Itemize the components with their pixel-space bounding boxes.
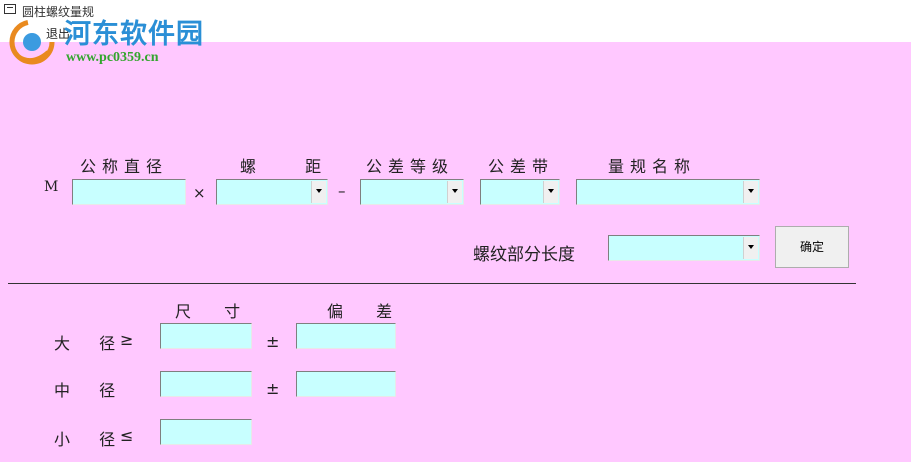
metric-prefix-label: M <box>44 179 59 195</box>
pitch-diameter-size-field[interactable] <box>160 371 252 397</box>
menu-item-exit[interactable]: 退出 <box>46 27 71 41</box>
chevron-down-icon[interactable] <box>447 181 462 203</box>
deviation-header: 偏 差 <box>327 302 407 321</box>
window-title: 圆柱螺纹量规 <box>22 5 95 19</box>
major-diameter-deviation-field[interactable] <box>296 323 396 349</box>
plus-minus-sign: ± <box>266 379 280 398</box>
minor-diameter-label: 小 径 <box>54 430 128 449</box>
minor-diameter-size-field[interactable] <box>160 419 252 445</box>
window-icon <box>4 4 16 14</box>
tolerance-grade-select[interactable] <box>360 179 464 205</box>
tolerance-zone-select[interactable] <box>480 179 560 205</box>
thread-length-select[interactable] <box>608 235 760 261</box>
pitch-select[interactable] <box>216 179 328 205</box>
greater-equal-sign: ≥ <box>120 330 134 349</box>
thread-length-label: 螺纹部分长度 <box>473 245 575 265</box>
size-header: 尺 寸 <box>175 302 255 321</box>
plus-minus-sign: ± <box>266 332 280 351</box>
menu-bar: 退出 <box>0 22 911 42</box>
title-bar: 圆柱螺纹量规 <box>0 0 911 22</box>
dash-sign: – <box>338 182 346 200</box>
nominal-diameter-input[interactable] <box>72 179 186 205</box>
less-equal-sign: ≤ <box>120 426 134 445</box>
pitch-diameter-label: 中 径 <box>54 381 128 400</box>
pitch-header: 螺 距 <box>240 157 344 176</box>
tolerance-grade-header: 公差等级 <box>366 157 455 176</box>
section-divider <box>8 283 856 284</box>
times-sign: × <box>193 184 206 202</box>
confirm-button[interactable]: 确定 <box>775 226 849 268</box>
chevron-down-icon[interactable] <box>311 181 326 203</box>
nominal-diameter-header: 公称直径 <box>80 157 169 176</box>
chevron-down-icon[interactable] <box>743 181 758 203</box>
major-diameter-size-field[interactable] <box>160 323 252 349</box>
chevron-down-icon[interactable] <box>743 237 758 259</box>
pitch-diameter-deviation-field[interactable] <box>296 371 396 397</box>
main-panel: 公称直径 螺 距 公差等级 公差带 量规名称 M × – 螺纹部分长度 <box>0 42 911 462</box>
gauge-name-select[interactable] <box>576 179 760 205</box>
tolerance-zone-header: 公差带 <box>488 157 555 176</box>
gauge-name-header: 量规名称 <box>608 157 697 176</box>
major-diameter-label: 大 径 <box>54 334 128 353</box>
chevron-down-icon[interactable] <box>543 181 558 203</box>
